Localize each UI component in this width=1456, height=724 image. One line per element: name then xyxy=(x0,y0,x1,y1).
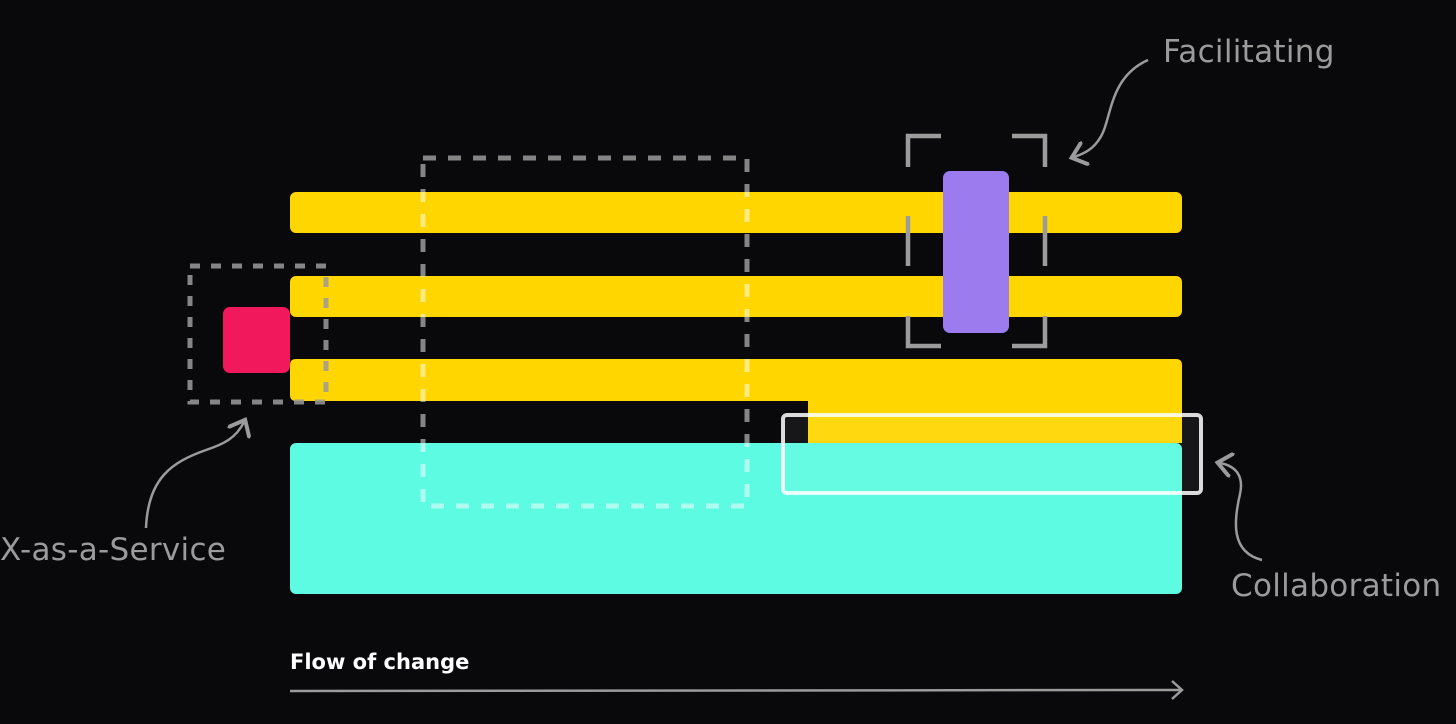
collaboration-arrow xyxy=(1220,463,1263,562)
stream-aligned-team-3 xyxy=(290,359,1182,443)
x-as-a-service-boundary xyxy=(187,263,329,405)
complicated-subsystem-team xyxy=(223,307,290,373)
collaboration-box xyxy=(781,413,1203,495)
flow-of-change-arrowhead xyxy=(1171,680,1184,700)
collaboration-label: Collaboration xyxy=(1231,568,1442,604)
facilitating-bracket xyxy=(905,133,1048,349)
enabling-team xyxy=(943,171,1009,333)
facilitating-arrow xyxy=(1074,58,1149,157)
x-as-a-service-arrow xyxy=(144,422,244,529)
facilitating-label: Facilitating xyxy=(1163,34,1335,70)
flow-of-change-arrow-line xyxy=(289,688,1182,693)
platform-team xyxy=(290,443,1182,594)
dashed-group-boundary xyxy=(420,155,750,509)
x-as-a-service-label: X-as-a-Service xyxy=(0,532,227,568)
flow-of-change-label: Flow of change xyxy=(290,650,470,674)
